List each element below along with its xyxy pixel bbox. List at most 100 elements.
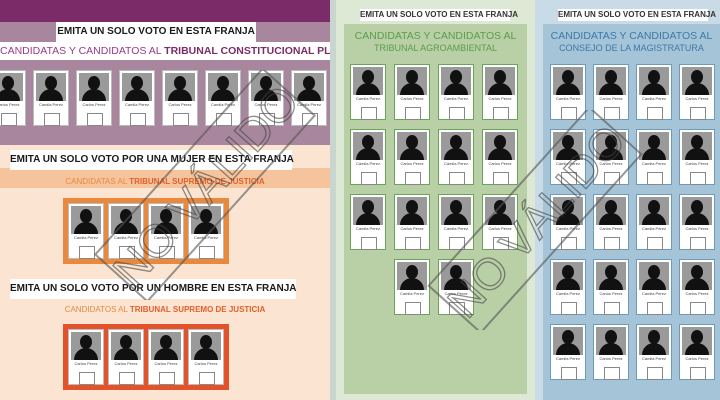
vote-checkbox[interactable] bbox=[449, 172, 465, 185]
vote-checkbox[interactable] bbox=[647, 172, 663, 185]
vote-checkbox[interactable] bbox=[690, 107, 706, 120]
tsj-woman-candidate-card[interactable]: Camila Perez bbox=[148, 203, 184, 259]
vote-checkbox[interactable] bbox=[690, 302, 706, 315]
vote-checkbox[interactable] bbox=[493, 107, 509, 120]
tcp-candidate-card[interactable]: Carlos Perez bbox=[162, 70, 198, 126]
vote-checkbox[interactable] bbox=[1, 113, 17, 126]
mag-candidate-card[interactable]: Camila Perez bbox=[636, 129, 672, 185]
vote-checkbox[interactable] bbox=[361, 107, 377, 120]
mag-candidate-card[interactable]: Camila Perez bbox=[636, 194, 672, 250]
mag-candidate-card[interactable]: Camila Perez bbox=[550, 259, 586, 315]
vote-checkbox[interactable] bbox=[604, 237, 620, 250]
mag-candidate-card[interactable]: Camila Perez bbox=[550, 129, 586, 185]
vote-checkbox[interactable] bbox=[361, 172, 377, 185]
vote-checkbox[interactable] bbox=[561, 367, 577, 380]
tcp-candidate-card[interactable]: Carlos Perez bbox=[76, 70, 112, 126]
agro-candidate-card[interactable]: Carlos Perez bbox=[394, 129, 430, 185]
vote-checkbox[interactable] bbox=[604, 172, 620, 185]
agro-candidate-card[interactable]: Camila Perez bbox=[350, 129, 386, 185]
vote-checkbox[interactable] bbox=[302, 113, 318, 126]
vote-checkbox[interactable] bbox=[159, 372, 175, 385]
vote-checkbox[interactable] bbox=[405, 302, 421, 315]
vote-checkbox[interactable] bbox=[44, 113, 60, 126]
agro-candidate-card[interactable]: Carlos Perez bbox=[394, 64, 430, 120]
mag-candidate-card[interactable]: Carlos Perez bbox=[593, 324, 629, 380]
vote-checkbox[interactable] bbox=[604, 107, 620, 120]
tsj-woman-candidate-card[interactable]: Camila Perez bbox=[68, 203, 104, 259]
mag-candidate-card[interactable]: Carlos Perez bbox=[679, 194, 715, 250]
mag-candidate-card[interactable]: Carlos Perez bbox=[593, 129, 629, 185]
vote-checkbox[interactable] bbox=[87, 113, 103, 126]
vote-checkbox[interactable] bbox=[493, 172, 509, 185]
mag-candidate-card[interactable]: Carlos Perez bbox=[593, 194, 629, 250]
agro-candidate-card[interactable]: Camila Perez bbox=[438, 194, 474, 250]
vote-checkbox[interactable] bbox=[449, 237, 465, 250]
tcp-candidate-card[interactable]: Camila Perez bbox=[33, 70, 69, 126]
vote-checkbox[interactable] bbox=[199, 372, 215, 385]
agro-candidate-card[interactable]: Carlos Perez bbox=[438, 259, 474, 315]
vote-checkbox[interactable] bbox=[119, 372, 135, 385]
agro-candidate-card[interactable]: Camila Perez bbox=[438, 64, 474, 120]
tcp-candidate-card[interactable]: Carlos Perez bbox=[248, 70, 284, 126]
tcp-candidate-card[interactable]: Carlos Perez bbox=[0, 70, 26, 126]
mag-candidate-card[interactable]: Carlos Perez bbox=[679, 324, 715, 380]
vote-checkbox[interactable] bbox=[561, 172, 577, 185]
tsj-woman-candidate-card[interactable]: Camila Perez bbox=[188, 203, 224, 259]
tsj-man-candidate-card[interactable]: Carlos Perez bbox=[148, 329, 184, 385]
mag-candidate-card[interactable]: Camila Perez bbox=[636, 324, 672, 380]
agro-candidate-card[interactable]: Camila Perez bbox=[350, 64, 386, 120]
vote-checkbox[interactable] bbox=[361, 237, 377, 250]
vote-checkbox[interactable] bbox=[561, 237, 577, 250]
mag-candidate-card[interactable]: Camila Perez bbox=[636, 259, 672, 315]
vote-checkbox[interactable] bbox=[647, 107, 663, 120]
vote-checkbox[interactable] bbox=[119, 246, 135, 259]
vote-checkbox[interactable] bbox=[259, 113, 275, 126]
agro-candidate-card[interactable]: Carlos Perez bbox=[394, 194, 430, 250]
tcp-candidate-card[interactable]: Camila Perez bbox=[119, 70, 155, 126]
vote-checkbox[interactable] bbox=[690, 237, 706, 250]
vote-checkbox[interactable] bbox=[690, 367, 706, 380]
tcp-candidate-card[interactable]: Camila Perez bbox=[291, 70, 327, 126]
agro-candidate-card[interactable]: Camila Perez bbox=[438, 129, 474, 185]
mag-candidate-card[interactable]: Camila Perez bbox=[550, 324, 586, 380]
mag-candidate-card[interactable]: Camila Perez bbox=[636, 64, 672, 120]
vote-checkbox[interactable] bbox=[561, 302, 577, 315]
vote-checkbox[interactable] bbox=[604, 367, 620, 380]
agro-candidate-card[interactable]: Carlos Perez bbox=[482, 194, 518, 250]
tcp-candidate-card[interactable]: Camila Perez bbox=[205, 70, 241, 126]
vote-checkbox[interactable] bbox=[647, 237, 663, 250]
vote-checkbox[interactable] bbox=[449, 107, 465, 120]
mag-candidate-card[interactable]: Carlos Perez bbox=[679, 259, 715, 315]
tsj-man-candidate-card[interactable]: Carlos Perez bbox=[108, 329, 144, 385]
tsj-man-candidate-card[interactable]: Carlos Perez bbox=[68, 329, 104, 385]
vote-checkbox[interactable] bbox=[405, 107, 421, 120]
mag-candidate-card[interactable]: Camila Perez bbox=[550, 194, 586, 250]
vote-checkbox[interactable] bbox=[690, 172, 706, 185]
vote-checkbox[interactable] bbox=[449, 302, 465, 315]
vote-checkbox[interactable] bbox=[79, 372, 95, 385]
tsj-woman-candidate-card[interactable]: Camila Perez bbox=[108, 203, 144, 259]
vote-checkbox[interactable] bbox=[405, 172, 421, 185]
vote-checkbox[interactable] bbox=[173, 113, 189, 126]
vote-checkbox[interactable] bbox=[159, 246, 175, 259]
mag-candidate-card[interactable]: Camila Perez bbox=[550, 64, 586, 120]
vote-checkbox[interactable] bbox=[647, 302, 663, 315]
tsj-man-candidate-card[interactable]: Carlos Perez bbox=[188, 329, 224, 385]
vote-checkbox[interactable] bbox=[130, 113, 146, 126]
vote-checkbox[interactable] bbox=[216, 113, 232, 126]
agro-candidate-card[interactable]: Camila Perez bbox=[394, 259, 430, 315]
mag-candidate-card[interactable]: Carlos Perez bbox=[679, 64, 715, 120]
agro-candidate-card[interactable]: Carlos Perez bbox=[482, 129, 518, 185]
agro-candidate-card[interactable]: Carlos Perez bbox=[482, 64, 518, 120]
vote-checkbox[interactable] bbox=[604, 302, 620, 315]
agro-candidate-card[interactable]: Camila Perez bbox=[350, 194, 386, 250]
vote-checkbox[interactable] bbox=[493, 237, 509, 250]
vote-checkbox[interactable] bbox=[199, 246, 215, 259]
mag-candidate-card[interactable]: Carlos Perez bbox=[593, 64, 629, 120]
vote-checkbox[interactable] bbox=[79, 246, 95, 259]
mag-candidate-card[interactable]: Carlos Perez bbox=[593, 259, 629, 315]
mag-candidate-card[interactable]: Carlos Perez bbox=[679, 129, 715, 185]
vote-checkbox[interactable] bbox=[647, 367, 663, 380]
vote-checkbox[interactable] bbox=[561, 107, 577, 120]
vote-checkbox[interactable] bbox=[405, 237, 421, 250]
